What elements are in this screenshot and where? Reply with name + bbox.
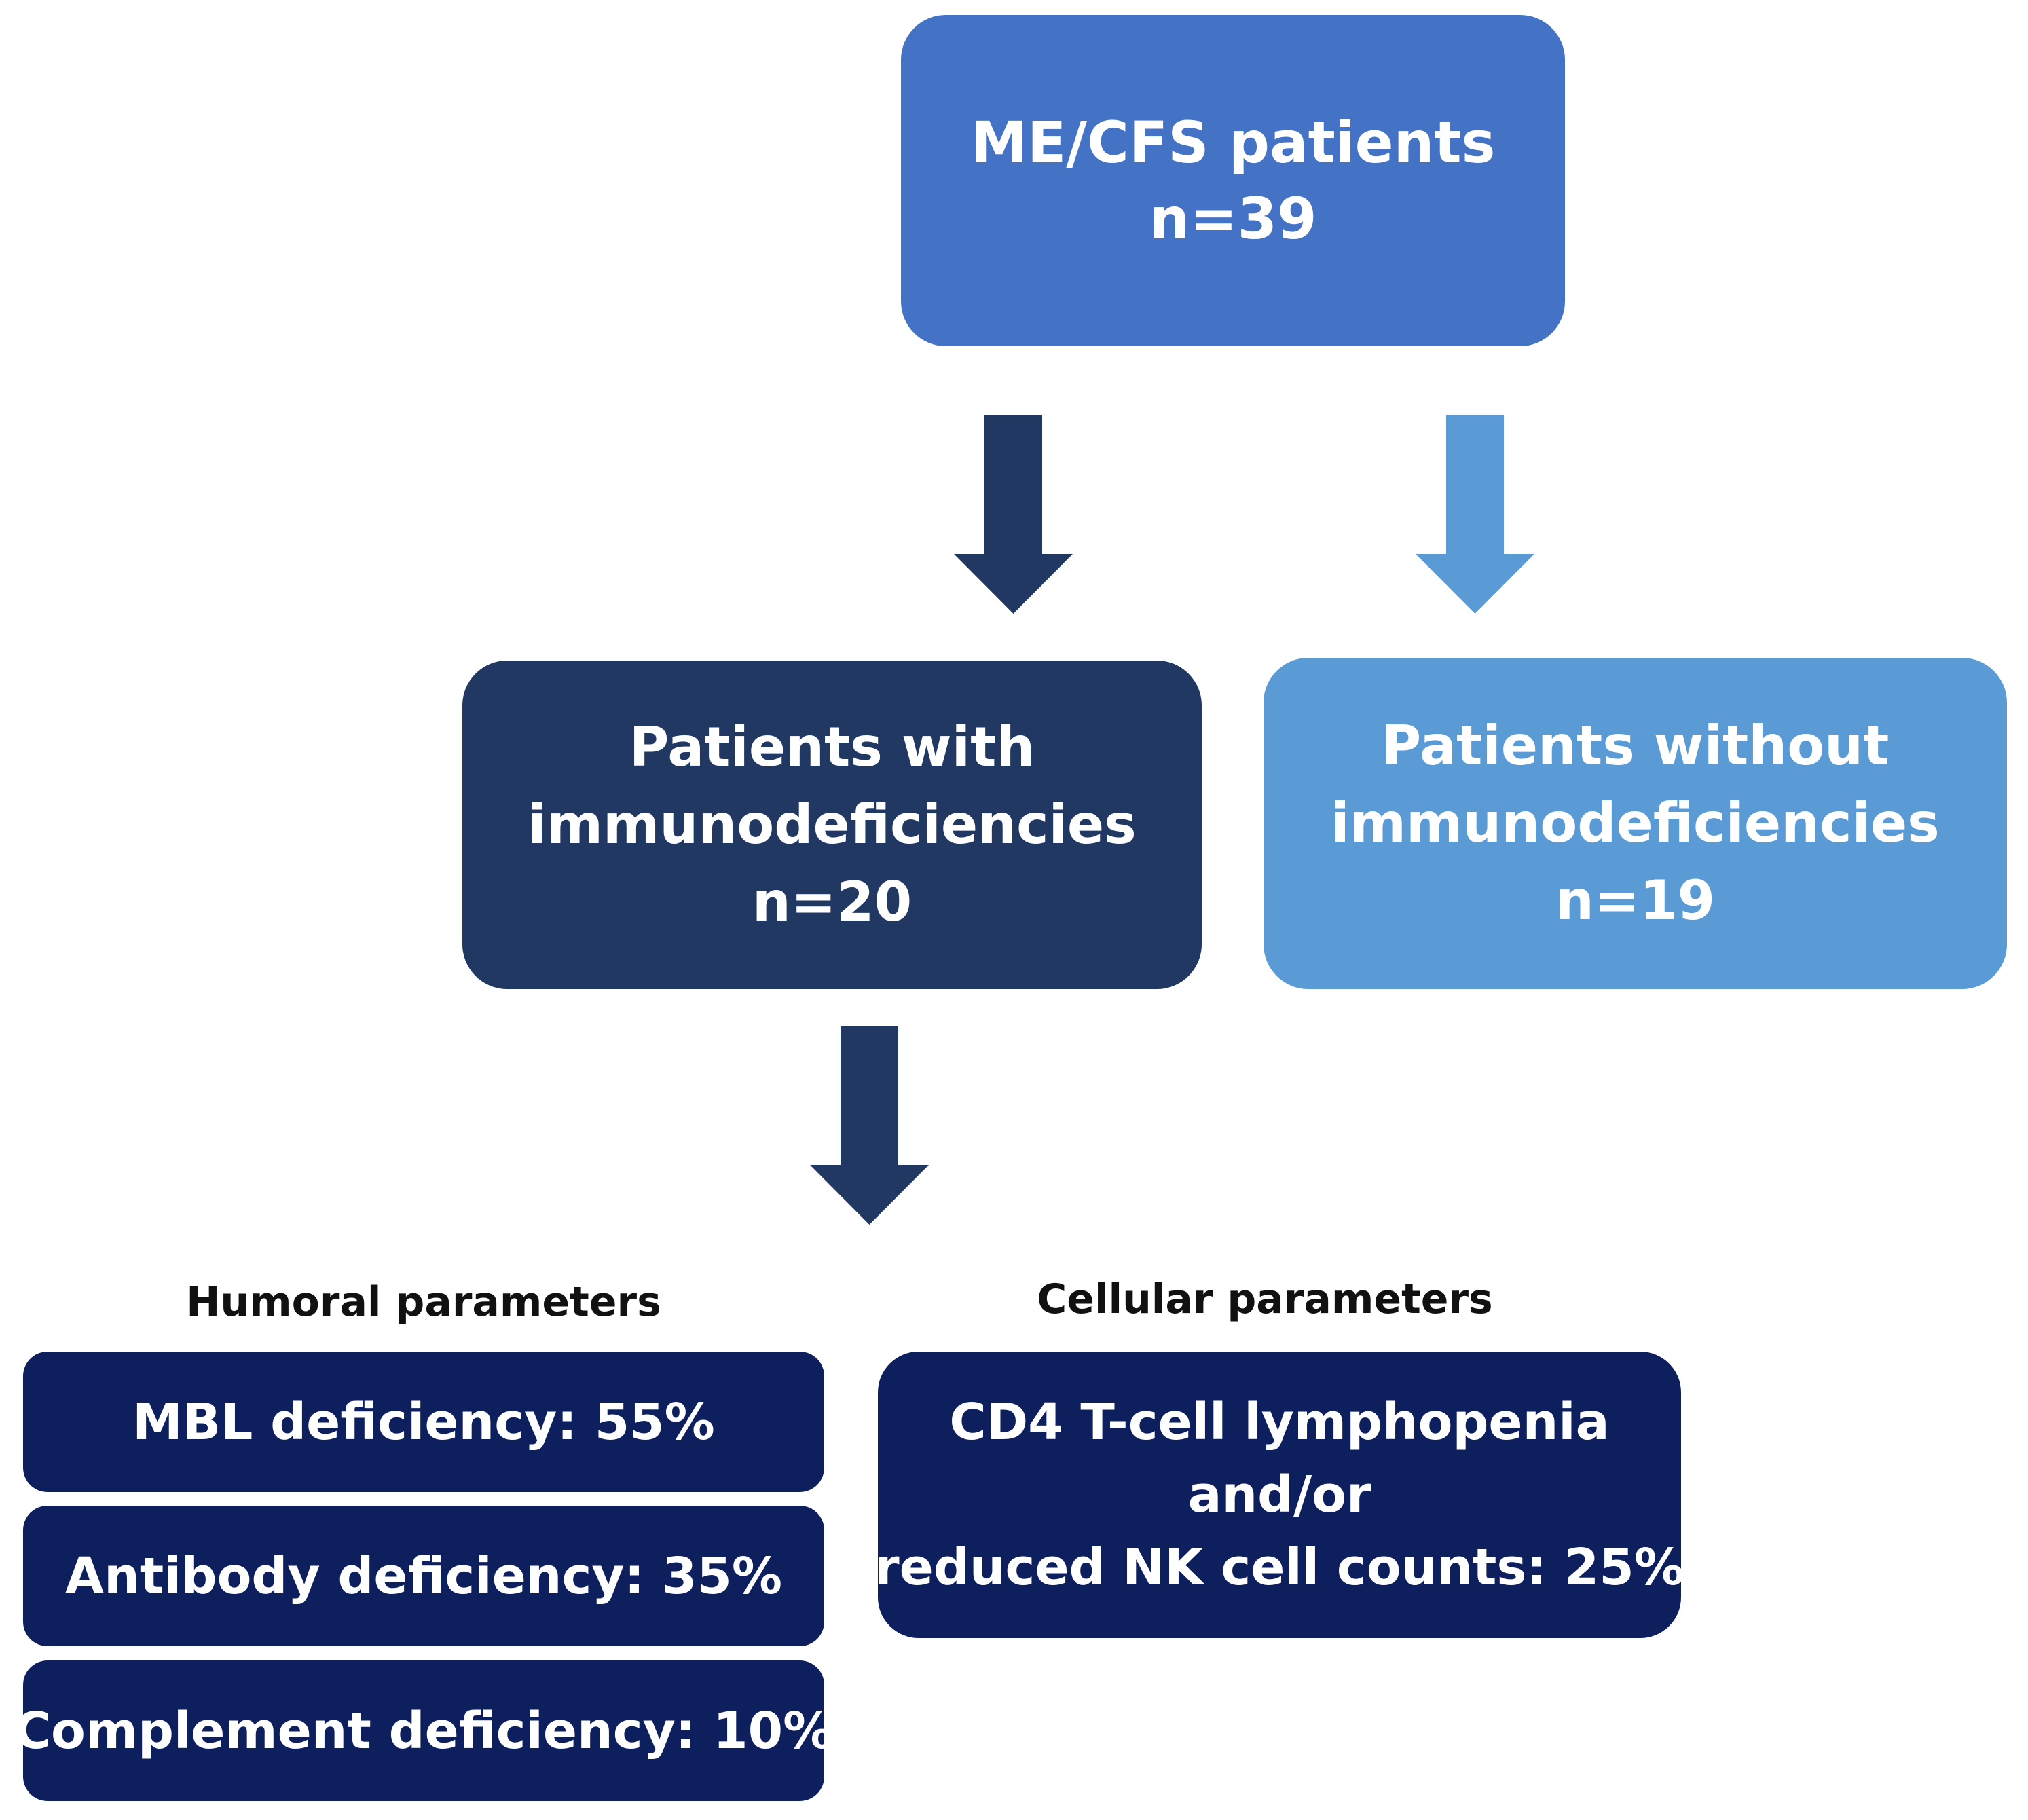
node-antibody-deficiency: Antibody deficiency: 35% (23, 1506, 824, 1646)
without-node-count: n=19 (1555, 869, 1716, 932)
humoral-parameters-label: Humoral parameters (186, 1278, 661, 1326)
root-node-count: n=39 (1149, 185, 1317, 252)
node-patients-without-immunodeficiencies: Patients without immunodeficiencies n=19 (1264, 658, 2007, 989)
node-cellular-deficiency: CD4 T-cell lymphopenia and/or reduced NK… (874, 1352, 1684, 1638)
mbl-deficiency-text: MBL deficiency: 55% (132, 1392, 715, 1451)
node-patients-with-immunodeficiencies: Patients with immunodeficiencies n=20 (462, 661, 1202, 989)
cellular-parameters-label: Cellular parameters (1037, 1276, 1493, 1323)
root-node-me-cfs-patients: ME/CFS patients n=39 (901, 15, 1565, 346)
cellular-node-line-3: reduced NK cell counts: 25% (874, 1538, 1684, 1597)
without-node-line-2: immunodeficiencies (1331, 792, 1940, 855)
node-mbl-deficiency: MBL deficiency: 55% (23, 1352, 824, 1492)
cellular-node-line-2: and/or (1187, 1465, 1371, 1524)
root-node-title: ME/CFS patients (970, 109, 1496, 176)
without-node-line-1: Patients without (1381, 714, 1889, 777)
with-node-count: n=20 (752, 870, 912, 933)
cellular-node-line-1: CD4 T-cell lymphopenia (949, 1392, 1610, 1451)
node-complement-deficiency: Complement deficiency: 10% (14, 1660, 833, 1801)
with-node-line-1: Patients with (629, 716, 1035, 779)
arrow-down-to-parameters (810, 1026, 929, 1225)
with-node-line-2: immunodeficiencies (528, 793, 1137, 856)
antibody-deficiency-text: Antibody deficiency: 35% (64, 1546, 783, 1605)
complement-deficiency-text: Complement deficiency: 10% (14, 1701, 834, 1760)
arrow-down-to-without-immunodeficiencies (1416, 415, 1534, 614)
arrow-down-to-with-immunodeficiencies (954, 415, 1073, 614)
